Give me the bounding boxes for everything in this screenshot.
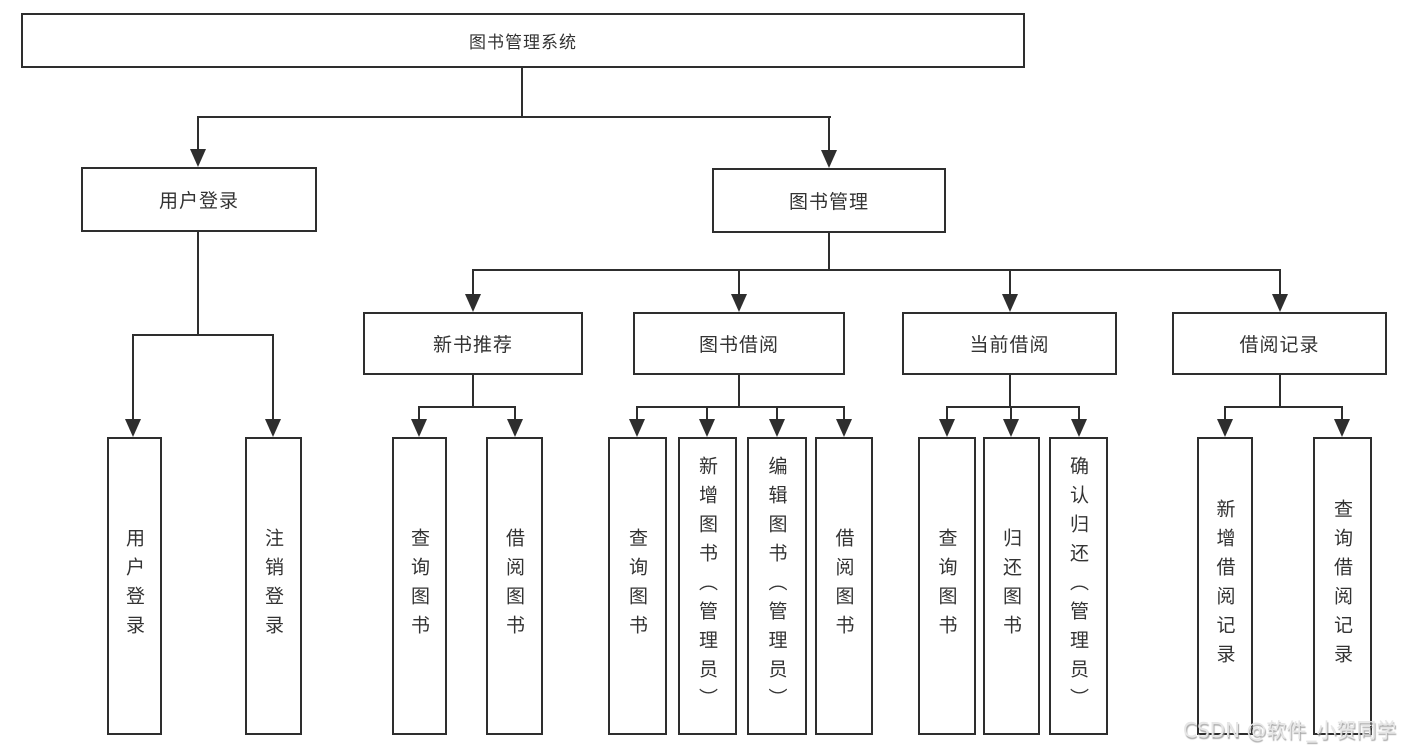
arrowhead-down-icon: [836, 419, 852, 437]
arrowhead-down-icon: [125, 419, 141, 437]
connector-line: [1078, 406, 1080, 421]
leaf-newbooks-query-label: 查询图书: [408, 528, 430, 644]
node-user-login: 用户登录: [81, 167, 317, 232]
connector-line: [521, 68, 523, 118]
node-root-label: 图书管理系统: [469, 33, 577, 53]
arrowhead-down-icon: [629, 419, 645, 437]
leaf-borrow-borrow: 借阅图书: [815, 437, 873, 735]
connector-line: [776, 406, 778, 421]
connector-line: [272, 334, 274, 422]
leaf-current-query: 查询图书: [918, 437, 976, 735]
node-book-borrow: 图书借阅: [633, 312, 845, 375]
node-borrow-records-label: 借阅记录: [1239, 334, 1320, 356]
connector-line: [1279, 375, 1281, 408]
leaf-records-add-label: 新增借阅记录: [1213, 499, 1236, 673]
connector-line: [132, 334, 134, 422]
leaf-logout: 注销登录: [245, 437, 302, 735]
leaf-records-add: 新增借阅记录: [1197, 437, 1253, 735]
connector-line: [706, 406, 708, 421]
leaf-logout-label: 注销登录: [262, 528, 284, 644]
leaf-current-query-label: 查询图书: [935, 528, 958, 644]
arrowhead-down-icon: [465, 294, 481, 312]
connector-line: [197, 116, 831, 118]
arrowhead-down-icon: [1334, 419, 1350, 437]
leaf-borrow-edit-label: 编辑图书（管理员）: [765, 455, 788, 717]
leaf-current-confirm-label: 确认归还（管理员）: [1067, 455, 1089, 717]
connector-line: [514, 406, 516, 421]
connector-line: [1009, 269, 1011, 297]
arrowhead-down-icon: [507, 419, 523, 437]
connector-line: [197, 232, 199, 336]
arrowhead-down-icon: [1003, 419, 1019, 437]
leaf-user-login: 用户登录: [107, 437, 162, 735]
arrowhead-down-icon: [699, 419, 715, 437]
leaf-borrow-query-label: 查询图书: [626, 528, 648, 644]
leaf-borrow-borrow-label: 借阅图书: [832, 528, 855, 644]
node-user-login-label: 用户登录: [158, 190, 239, 212]
leaf-current-confirm: 确认归还（管理员）: [1049, 437, 1108, 735]
connector-line: [946, 406, 1080, 408]
connector-line: [1224, 406, 1343, 408]
connector-line: [132, 334, 274, 336]
leaf-borrow-add: 新增图书（管理员）: [678, 437, 737, 735]
connector-line: [1009, 375, 1011, 408]
arrowhead-down-icon: [1002, 294, 1018, 312]
arrowhead-down-icon: [731, 294, 747, 312]
leaf-newbooks-borrow-label: 借阅图书: [503, 528, 525, 644]
connector-line: [472, 269, 474, 297]
connector-line: [1279, 269, 1281, 297]
node-new-books-label: 新书推荐: [432, 334, 513, 356]
connector-line: [738, 269, 740, 297]
connector-line: [636, 406, 638, 421]
arrowhead-down-icon: [939, 419, 955, 437]
connector-line: [828, 116, 830, 152]
leaf-records-query-label: 查询借阅记录: [1331, 499, 1353, 673]
connector-line: [1341, 406, 1343, 421]
connector-line: [828, 233, 830, 271]
node-root: 图书管理系统: [21, 13, 1025, 68]
node-current-borrow: 当前借阅: [902, 312, 1117, 375]
node-book-borrow-label: 图书借阅: [698, 334, 779, 356]
connector-line: [197, 116, 199, 152]
connector-line: [472, 269, 1281, 271]
connector-line: [418, 406, 420, 421]
connector-line: [418, 406, 516, 408]
node-new-books: 新书推荐: [363, 312, 583, 375]
arrowhead-down-icon: [1071, 419, 1087, 437]
leaf-current-return: 归还图书: [983, 437, 1040, 735]
arrowhead-down-icon: [190, 149, 206, 167]
connector-line: [843, 406, 845, 421]
leaf-user-login-label: 用户登录: [123, 528, 145, 644]
arrowhead-down-icon: [821, 150, 837, 168]
node-current-borrow-label: 当前借阅: [969, 334, 1050, 356]
leaf-borrow-edit: 编辑图书（管理员）: [747, 437, 807, 735]
node-borrow-records: 借阅记录: [1172, 312, 1387, 375]
leaf-newbooks-query: 查询图书: [392, 437, 447, 735]
connector-line: [946, 406, 948, 421]
arrowhead-down-icon: [1217, 419, 1233, 437]
connector-line: [1010, 406, 1012, 421]
leaf-current-return-label: 归还图书: [1000, 528, 1022, 644]
node-book-mgmt-label: 图书管理: [788, 191, 869, 213]
connector-line: [636, 406, 845, 408]
node-book-mgmt: 图书管理: [712, 168, 946, 233]
leaf-borrow-add-label: 新增图书（管理员）: [696, 455, 718, 717]
leaf-newbooks-borrow: 借阅图书: [486, 437, 543, 735]
arrowhead-down-icon: [769, 419, 785, 437]
leaf-records-query: 查询借阅记录: [1313, 437, 1372, 735]
connector-line: [472, 375, 474, 408]
arrowhead-down-icon: [411, 419, 427, 437]
arrowhead-down-icon: [1272, 294, 1288, 312]
arrowhead-down-icon: [265, 419, 281, 437]
connector-line: [738, 375, 740, 408]
csdn-watermark: CSDN @软件_小贺同学: [1183, 718, 1397, 742]
leaf-borrow-query: 查询图书: [608, 437, 667, 735]
connector-line: [1224, 406, 1226, 421]
